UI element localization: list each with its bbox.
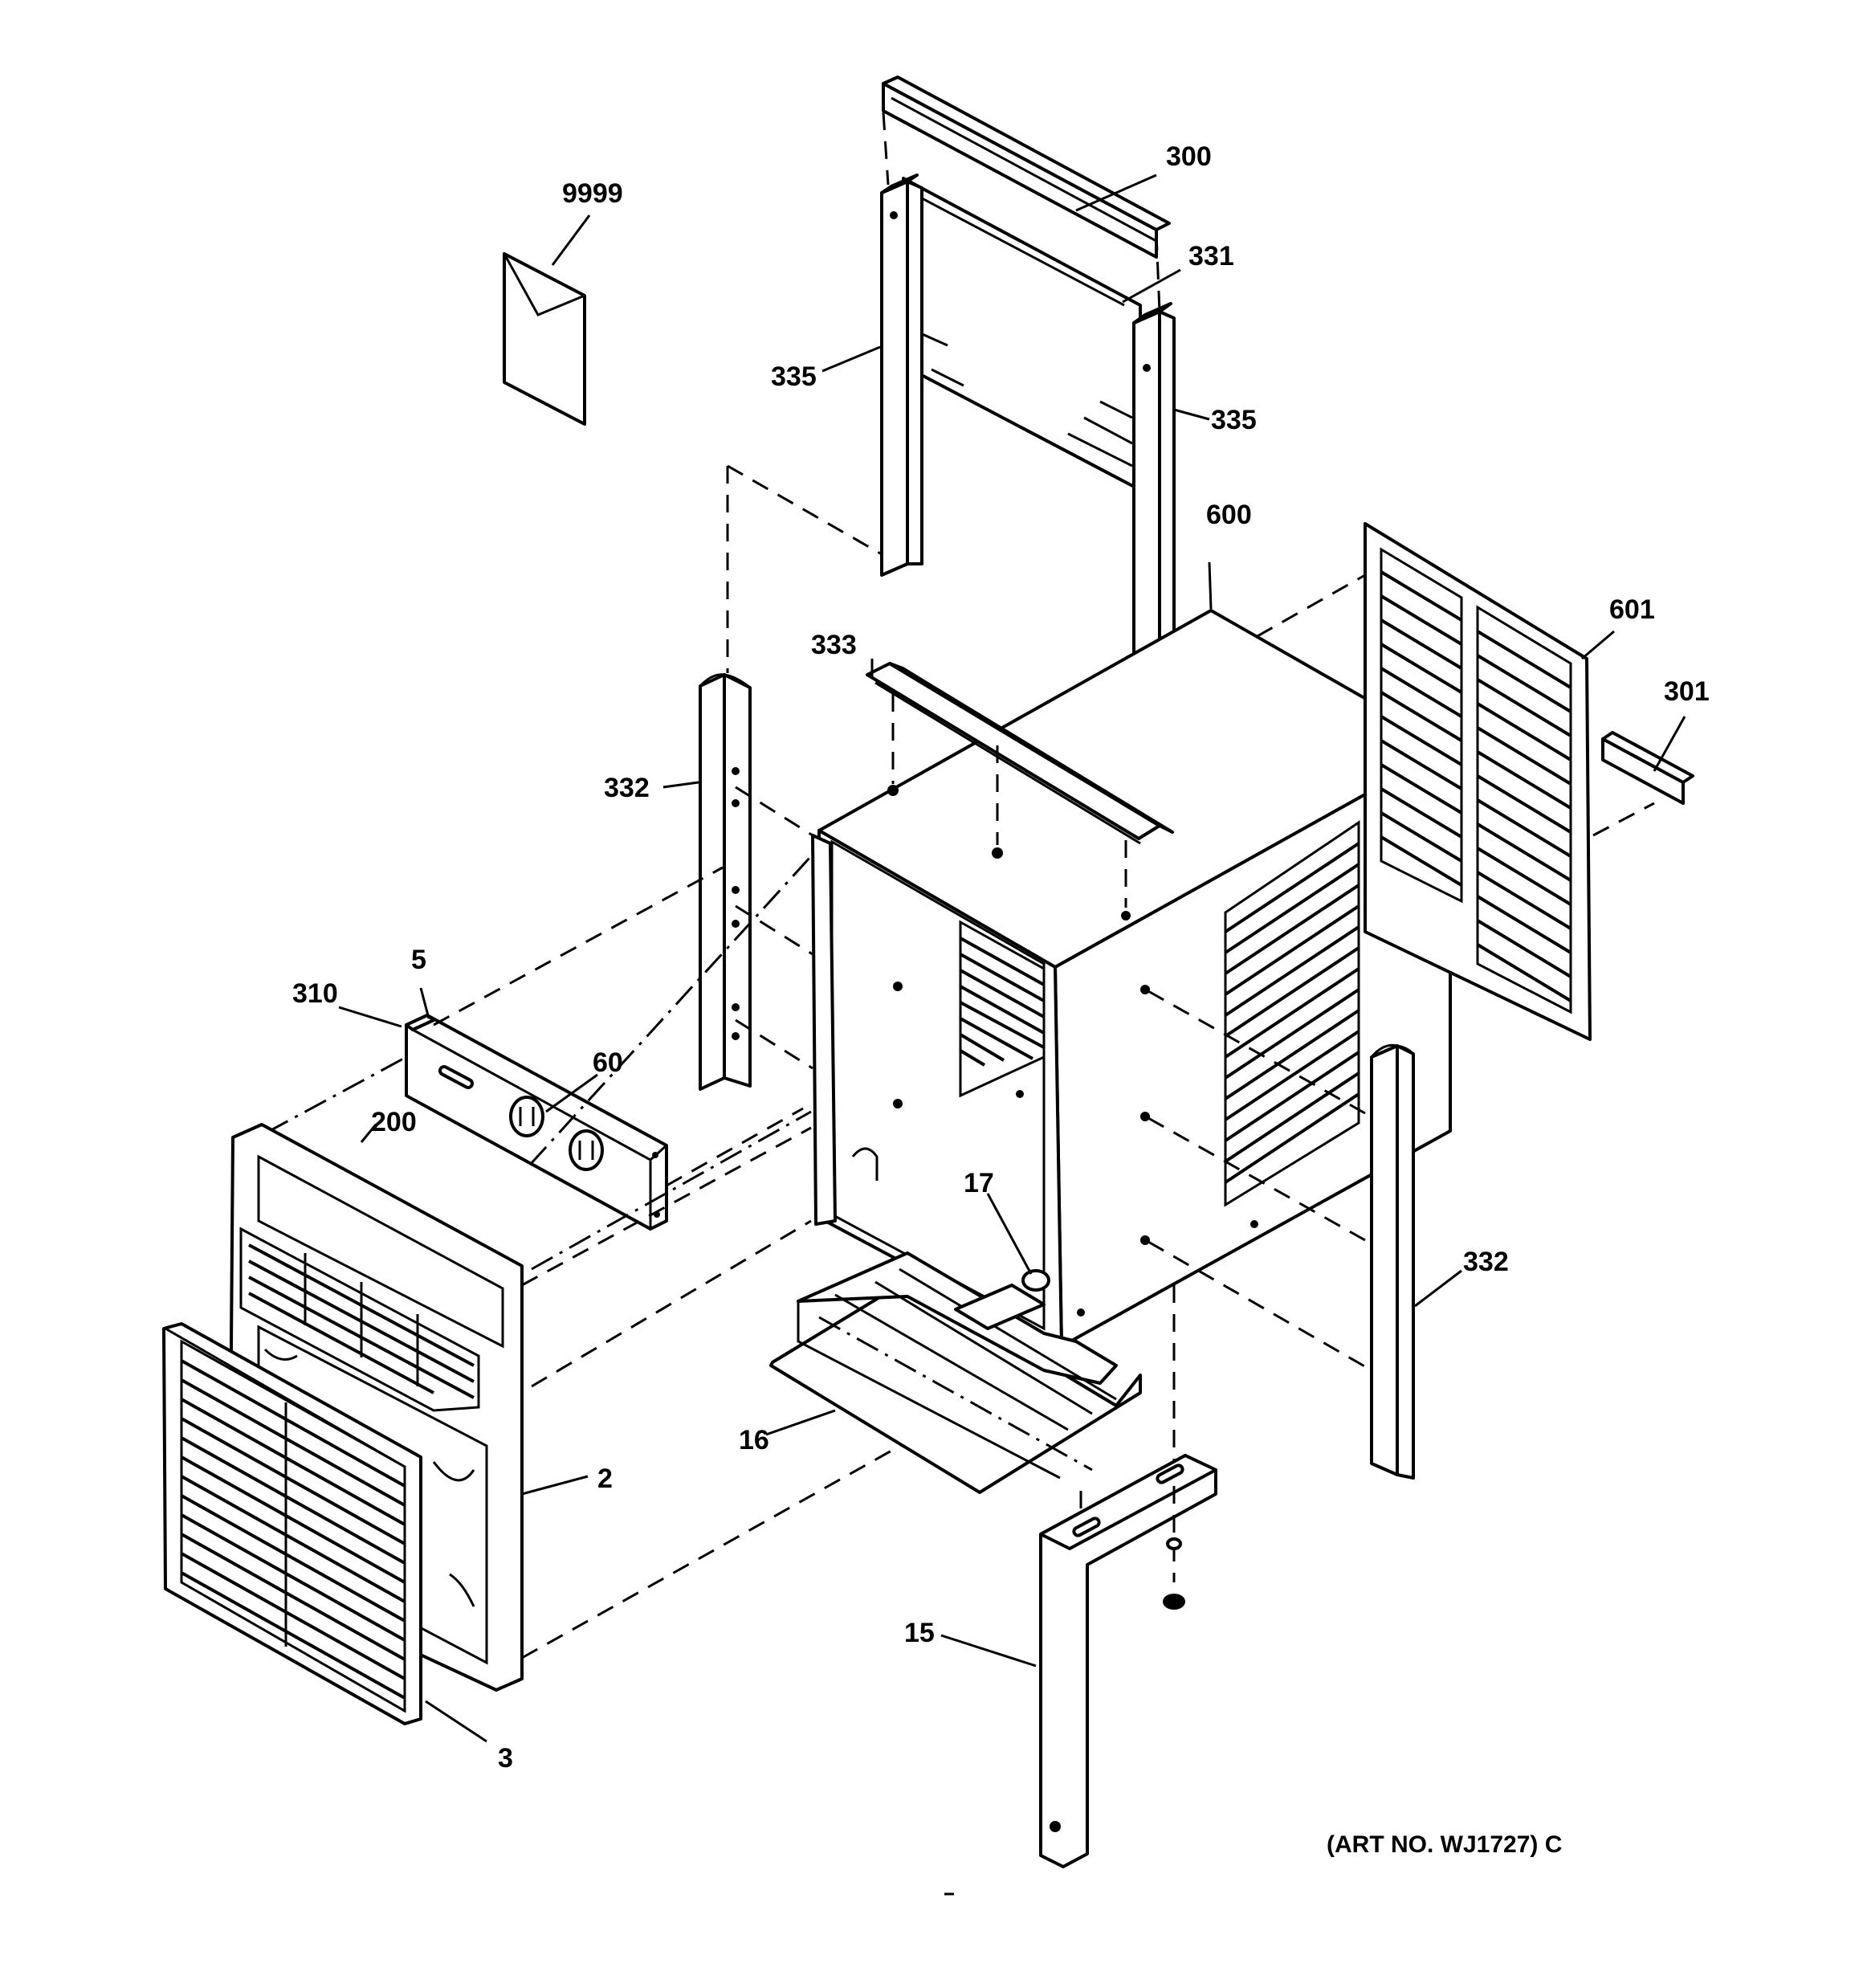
top-rail-300 [882, 76, 1171, 259]
control-knobs-60 [509, 1073, 604, 1171]
callout-60: 60 [593, 1047, 623, 1078]
callout-15: 15 [904, 1618, 935, 1648]
manual-envelope-9999 [503, 214, 591, 426]
part-17 [986, 1193, 1050, 1292]
corner-post-332-right [1148, 990, 1462, 1480]
callout-16: 16 [739, 1425, 769, 1455]
channel-333 [866, 659, 1174, 908]
corner-post-332-left [662, 673, 813, 1091]
callout-335-left: 335 [771, 361, 817, 392]
base-pan-16 [765, 1251, 1142, 1494]
art-number: (ART NO. WJ1727) C [1327, 1831, 1562, 1858]
front-grille-louvers [181, 1359, 406, 1700]
callout-310: 310 [292, 978, 338, 1009]
callout-200: 200 [371, 1107, 417, 1137]
callout-9999: 9999 [562, 178, 623, 209]
callout-600: 600 [1206, 500, 1252, 530]
cabinet-inner-louvers [959, 920, 1046, 1098]
callout-5: 5 [411, 945, 426, 975]
callout-332-left: 332 [604, 773, 650, 803]
callout-333: 333 [811, 630, 857, 660]
callout-601: 601 [1609, 594, 1655, 625]
support-leg-15 [940, 1285, 1217, 1868]
bracket-301 [1601, 716, 1694, 805]
callout-labels: 9999 300 331 335 335 600 601 301 333 332… [292, 141, 1710, 1858]
callout-3: 3 [498, 1743, 513, 1774]
callout-335-right: 335 [1211, 405, 1257, 435]
cabinet-side-louvers [1224, 820, 1360, 1207]
rear-grille-601 [1364, 522, 1655, 1041]
callout-300: 300 [1166, 141, 1212, 172]
side-rail-335-right [1132, 302, 1210, 716]
front-frame-upper-louvers [248, 1243, 475, 1399]
rear-grille-louvers [1380, 570, 1572, 1002]
side-rail-335-left [821, 173, 923, 577]
callout-332-right: 332 [1463, 1247, 1509, 1277]
front-grille-3 [162, 1322, 487, 1743]
callout-17: 17 [964, 1168, 994, 1198]
leader-2 [521, 1475, 589, 1496]
cabinet-600 [811, 561, 1452, 1348]
callout-2: 2 [597, 1463, 613, 1494]
callout-301: 301 [1664, 676, 1710, 707]
callout-331: 331 [1188, 241, 1234, 271]
